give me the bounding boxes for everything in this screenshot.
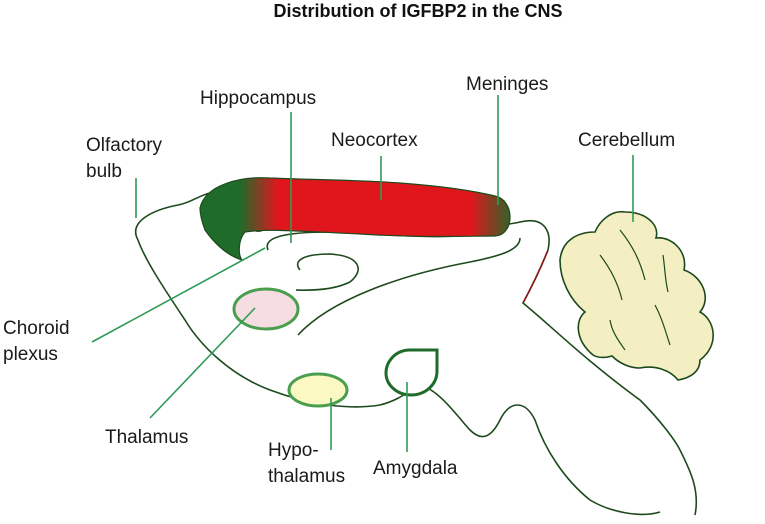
thalamus-label: Thalamus: [105, 427, 188, 448]
corpus-callosum-curve: [297, 237, 521, 336]
brainstem-edge: [522, 249, 549, 304]
cerebellum-folia: [599, 229, 671, 351]
choroid-label-line1: Choroid: [3, 318, 70, 339]
cerebellum-label: Cerebellum: [578, 130, 675, 151]
olfactory-label-line1: Olfactory: [86, 135, 163, 156]
hypothalamus-label-line1: Hypo-: [268, 440, 319, 461]
neocortex-label: Neocortex: [331, 130, 418, 151]
cerebellum-shape: [559, 210, 714, 381]
diagram-title: Distribution of IGFBP2 in the CNS: [274, 1, 563, 21]
thalamus-leader: [149, 307, 256, 419]
meninges-label: Meninges: [466, 74, 548, 95]
hippocampus-label: Hippocampus: [200, 88, 316, 109]
choroid-label-line2: plexus: [3, 344, 58, 365]
amygdala-label: Amygdala: [373, 458, 458, 479]
hypothalamus-nucleus: [287, 372, 349, 408]
thalamus-nucleus: [232, 287, 300, 331]
choroid-leader: [91, 247, 266, 343]
hippocampus-loop: [266, 231, 461, 291]
neocortex-band: [199, 177, 511, 262]
olfactory-label-line2: bulb: [86, 161, 122, 182]
amygdala-nucleus: [384, 348, 439, 397]
hypothalamus-label-line2: thalamus: [268, 466, 345, 487]
